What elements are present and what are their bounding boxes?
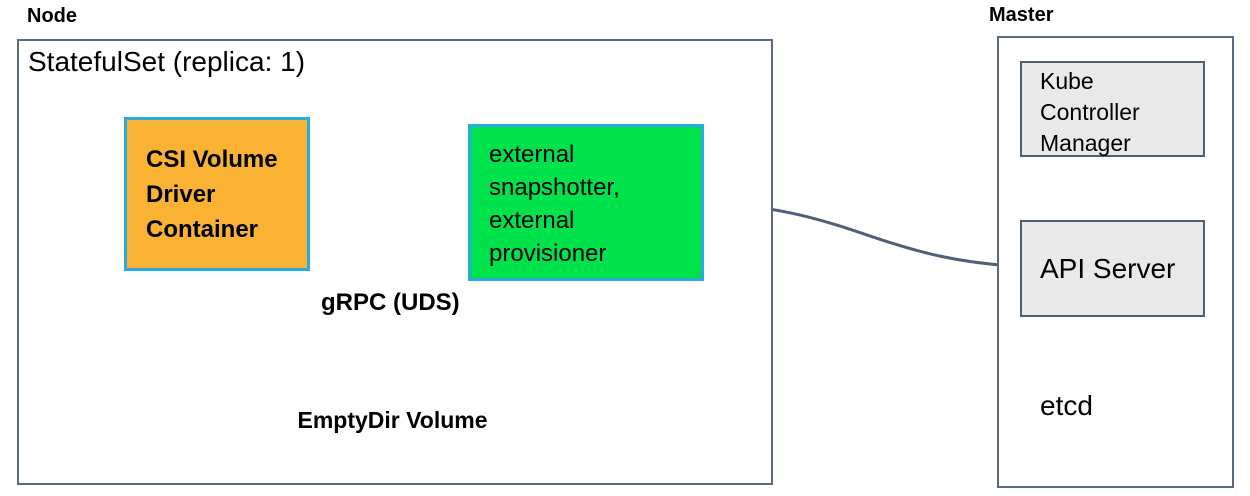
csi-volume-driver-container-box: CSI Volume Driver Container <box>124 117 310 271</box>
emptydir-volume-label: EmptyDir Volume <box>297 407 488 433</box>
node-group-label: Node <box>27 5 77 27</box>
etcd-label: etcd <box>1040 390 1093 421</box>
master-group-label: Master <box>989 4 1054 26</box>
external-sidecars-box: external snapshotter, external provision… <box>468 124 704 281</box>
kube-controller-manager-box: Kube Controller Manager <box>1020 61 1205 157</box>
api-server-box: API Server <box>1020 220 1205 317</box>
statefulset-title: StatefulSet (replica: 1) <box>28 46 306 77</box>
grpc-uds-label: gRPC (UDS) <box>321 289 460 316</box>
